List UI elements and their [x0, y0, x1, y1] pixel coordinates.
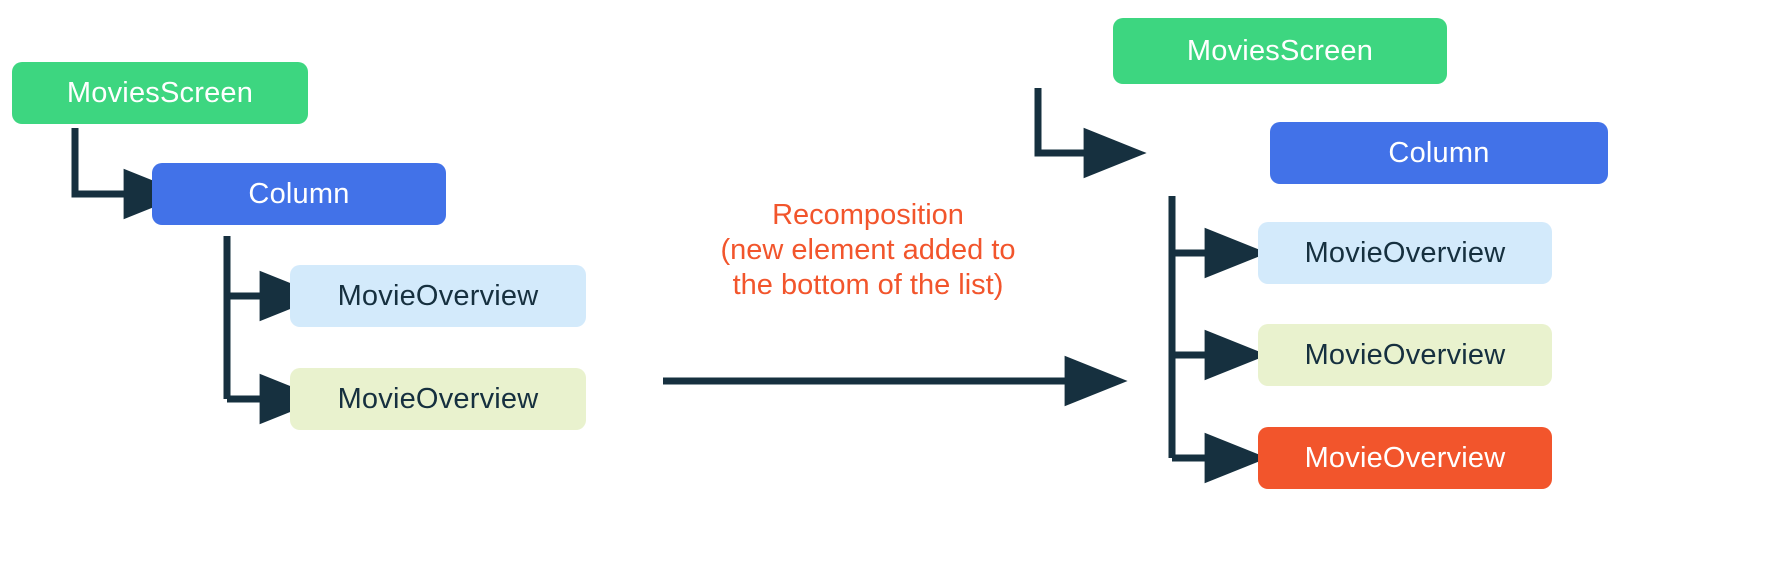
- edge-column-to-children-right: [1168, 196, 1268, 484]
- after-node-movie-overview-2[interactable]: MovieOverview: [1258, 324, 1552, 386]
- node-label: MovieOverview: [1304, 236, 1506, 269]
- before-node-column[interactable]: Column: [152, 163, 446, 225]
- node-label: MovieOverview: [337, 382, 539, 415]
- node-label: MoviesScreen: [66, 76, 254, 109]
- node-label: MoviesScreen: [1186, 34, 1374, 67]
- edge-movies-screen-to-column-right: [1034, 88, 1147, 179]
- recomposition-label-line-3: the bottom of the list): [732, 268, 1004, 301]
- node-label: MovieOverview: [1304, 441, 1506, 474]
- edge-column-to-children-left: [223, 236, 323, 425]
- after-node-movie-overview-3[interactable]: MovieOverview: [1258, 427, 1552, 489]
- node-label: MovieOverview: [1304, 338, 1506, 371]
- node-label: Column: [248, 177, 350, 210]
- node-label: MovieOverview: [337, 279, 539, 312]
- recomposition-label: Recomposition (new element added to the …: [653, 198, 1083, 302]
- node-label: Column: [1388, 136, 1490, 169]
- recomposition-label-line-2: (new element added to: [720, 233, 1016, 266]
- after-node-movies-screen[interactable]: MoviesScreen: [1113, 18, 1447, 84]
- edge-movies-screen-to-column-left: [71, 128, 187, 220]
- before-node-movie-overview-1[interactable]: MovieOverview: [290, 265, 586, 327]
- before-node-movie-overview-2[interactable]: MovieOverview: [290, 368, 586, 430]
- after-node-movie-overview-1[interactable]: MovieOverview: [1258, 222, 1552, 284]
- before-node-movies-screen[interactable]: MoviesScreen: [12, 62, 308, 124]
- after-node-column[interactable]: Column: [1270, 122, 1608, 184]
- recomposition-label-line-1: Recomposition: [772, 199, 964, 231]
